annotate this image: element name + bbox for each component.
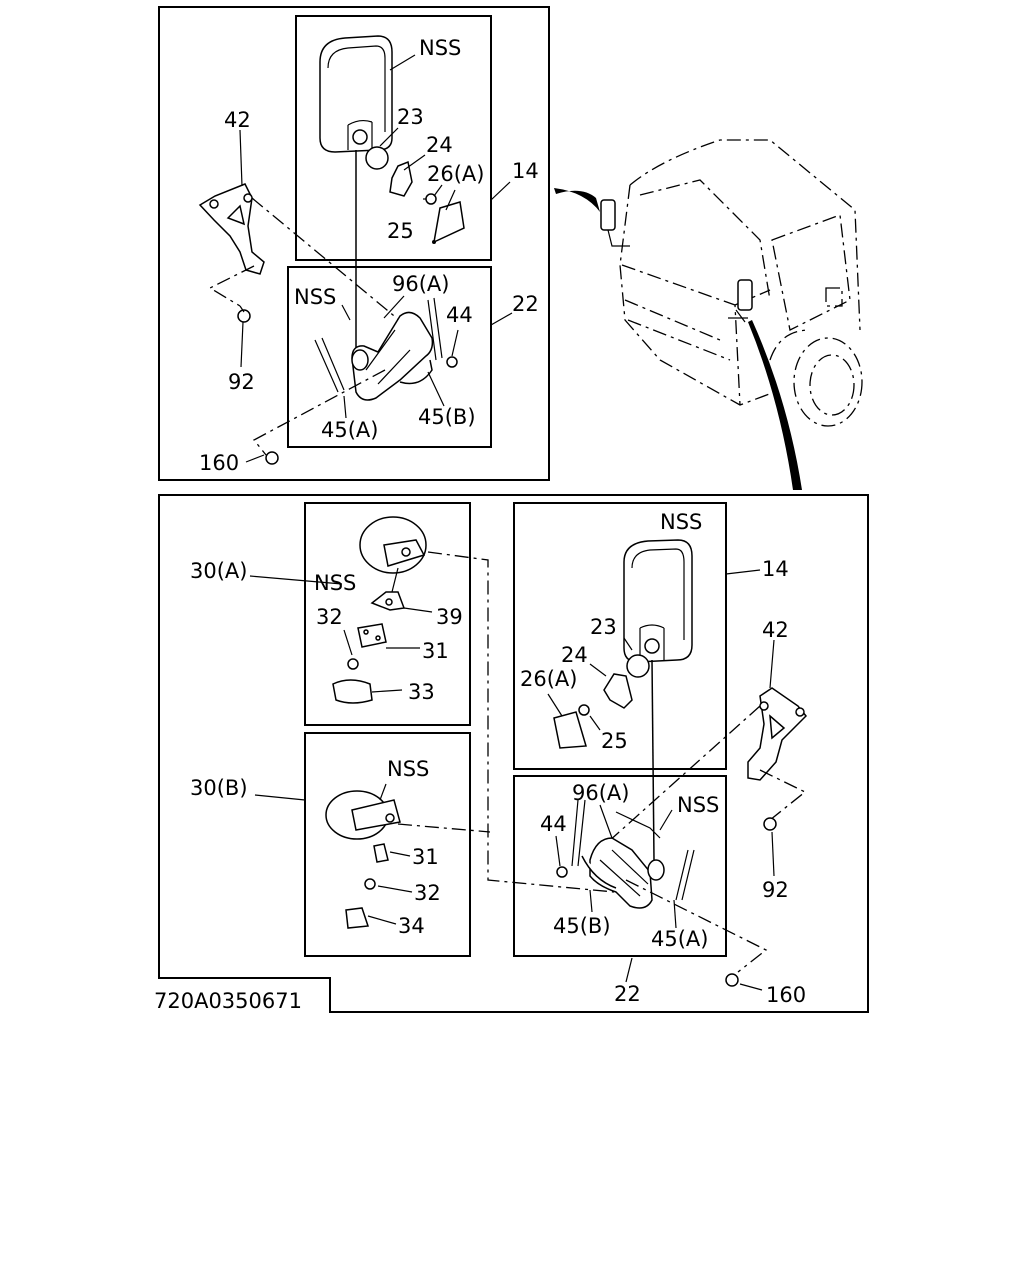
top-mirror-head xyxy=(319,35,393,153)
label-30b: 30(B) xyxy=(190,776,248,800)
label-22-top: 22 xyxy=(512,292,539,316)
label-92-top: 92 xyxy=(228,370,255,394)
label-nss-mirror-top: NSS xyxy=(419,36,461,60)
top-bracket-subframe xyxy=(287,266,492,448)
label-44-top: 44 xyxy=(446,303,473,327)
label-32-bottom-box: 32 xyxy=(414,881,441,905)
label-nss-mirror-bottom: NSS xyxy=(660,510,702,534)
label-45b-bottom: 45(B) xyxy=(553,914,611,938)
label-96a-bottom: 96(A) xyxy=(572,781,629,805)
bottom-arm-assembly xyxy=(556,799,695,909)
label-31-top-box: 31 xyxy=(422,639,449,663)
top-panel: NSS 23 24 26(A) 25 14 42 92 NSS 96(A) 44… xyxy=(158,6,550,481)
label-34: 34 xyxy=(398,914,425,938)
label-160-top: 160 xyxy=(199,451,239,475)
label-45b-top: 45(B) xyxy=(418,405,476,429)
label-nss-bracket-bottom: NSS xyxy=(677,793,719,817)
label-44-bottom: 44 xyxy=(540,812,567,836)
label-23-top: 23 xyxy=(397,105,424,129)
label-26a-bottom: 26(A) xyxy=(520,667,577,691)
truck-cab-illustration xyxy=(554,139,863,490)
label-nss-30a: NSS xyxy=(314,571,356,595)
label-24-top: 24 xyxy=(426,133,453,157)
label-39: 39 xyxy=(436,605,463,629)
top-panel-frame xyxy=(158,6,550,481)
label-45a-bottom: 45(A) xyxy=(651,927,708,951)
label-31-bottom-box: 31 xyxy=(412,845,439,869)
label-14-bottom: 14 xyxy=(762,557,789,581)
label-42-bottom: 42 xyxy=(762,618,789,642)
box-14-bottom xyxy=(513,502,727,770)
label-30a: 30(A) xyxy=(190,559,247,583)
top-arm-assembly xyxy=(314,297,458,401)
top-bracket-42 xyxy=(198,183,265,275)
box-30b xyxy=(304,732,471,957)
box-22-bottom xyxy=(513,775,727,957)
label-nss-bracket-top: NSS xyxy=(294,285,336,309)
top-mirror-subframe xyxy=(295,15,492,261)
label-32-top-box: 32 xyxy=(316,605,343,629)
label-14-top: 14 xyxy=(512,159,539,183)
label-24-bottom: 24 xyxy=(561,643,588,667)
label-45a-top: 45(A) xyxy=(321,418,378,442)
label-160-bottom: 160 xyxy=(766,983,806,1007)
part-30b-mirror xyxy=(325,790,401,929)
label-26a-top: 26(A) xyxy=(427,162,484,186)
bottom-panel: 30(A) NSS 32 39 31 33 30(B) NSS 31 32 34… xyxy=(158,494,869,1013)
label-25-top: 25 xyxy=(387,219,414,243)
label-22-bottom: 22 xyxy=(614,982,641,1006)
drawing-id: 720A0350671 xyxy=(154,989,302,1013)
bottom-bracket-42 xyxy=(747,687,808,781)
label-33: 33 xyxy=(408,680,435,704)
label-25-bottom: 25 xyxy=(601,729,628,753)
part-30a-mirror xyxy=(332,516,427,704)
label-42-top: 42 xyxy=(224,108,251,132)
label-92-bottom: 92 xyxy=(762,878,789,902)
top-small-parts xyxy=(365,146,465,244)
bottom-mirror-head xyxy=(553,539,693,749)
bottom-panel-frame xyxy=(158,494,869,1013)
label-nss-30b: NSS xyxy=(387,757,429,781)
label-96a-top: 96(A) xyxy=(392,272,449,296)
label-23-bottom: 23 xyxy=(590,615,617,639)
box-30a xyxy=(304,502,471,726)
